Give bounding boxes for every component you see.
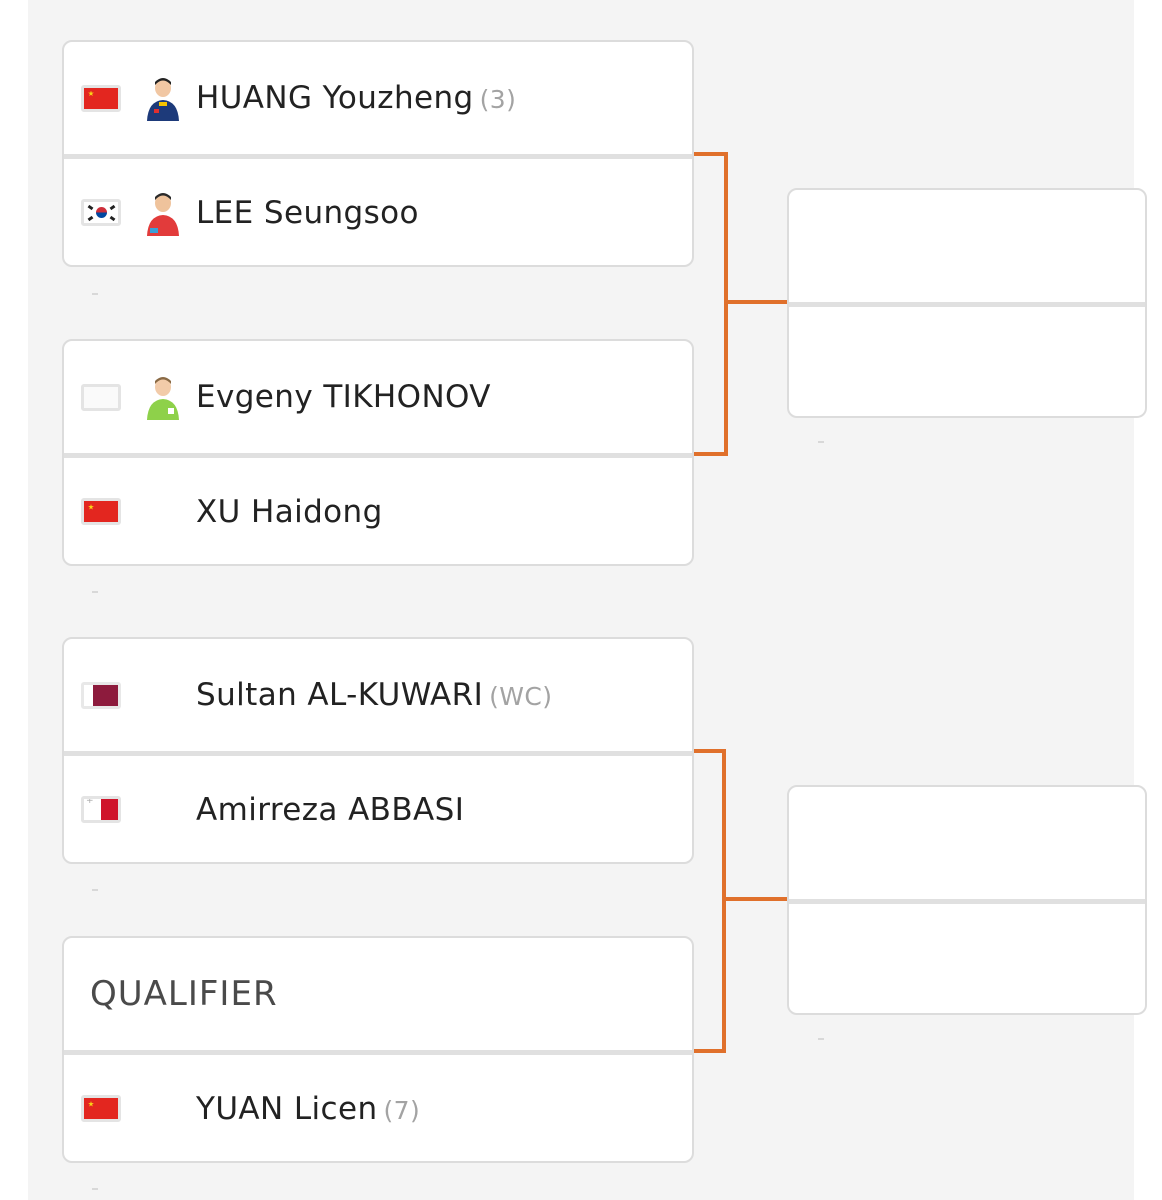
bracket-connector-1 [694,152,728,456]
empty-slot [789,190,1145,302]
player-row[interactable]: Amirreza ABBASI [64,751,692,862]
player-row[interactable]: YUAN Licen(7) [64,1050,692,1161]
match-card-4[interactable]: QUALIFIER YUAN Licen(7) [62,936,694,1163]
divider [92,889,98,891]
player-name[interactable]: LEE Seungsoo [196,194,419,231]
qatar-flag-icon [81,681,121,709]
match-card-2[interactable]: Evgeny TIKHONOV XU Haidong [62,339,694,566]
player-avatar-icon [147,192,179,236]
player-name[interactable]: Amirreza ABBASI [196,791,465,828]
match-card-1[interactable]: HUANG Youzheng(3) LEE Seungsoo [62,40,694,267]
player-name[interactable]: Sultan AL-KUWARI(WC) [196,677,553,713]
bracket-connector-line [724,300,787,304]
player-avatar-icon [147,377,179,420]
player-avatar-icon [147,78,179,121]
empty-slot [789,302,1145,414]
south-korea-flag-icon [81,199,121,226]
blank-flag-icon [81,383,121,411]
seed-label: (3) [479,85,517,114]
player-row[interactable]: XU Haidong [64,453,692,564]
seed-label: (WC) [489,682,553,711]
empty-slot [789,787,1145,899]
next-round-match-1[interactable] [787,188,1147,418]
china-flag-icon [81,498,121,525]
bracket-connector-2 [694,749,726,1053]
qualifier-label: QUALIFIER [90,974,278,1014]
player-row[interactable]: Sultan AL-KUWARI(WC) [64,639,692,751]
player-name[interactable]: Evgeny TIKHONOV [196,379,491,415]
empty-slot [789,899,1145,1011]
divider [92,293,98,295]
bracket-connector-line [722,897,787,901]
player-row[interactable]: HUANG Youzheng(3) [64,42,692,154]
match-card-3[interactable]: Sultan AL-KUWARI(WC) Amirreza ABBASI [62,637,694,864]
player-name[interactable]: XU Haidong [196,493,383,530]
china-flag-icon [81,1095,121,1122]
divider [92,591,98,593]
player-name[interactable]: YUAN Licen(7) [196,1090,421,1127]
china-flag-icon [81,84,121,112]
divider [818,441,824,443]
malta-flag-icon [81,796,121,823]
player-name[interactable]: HUANG Youzheng(3) [196,80,517,116]
next-round-match-2[interactable] [787,785,1147,1015]
qualifier-row[interactable]: QUALIFIER [64,938,692,1050]
divider [92,1188,98,1190]
seed-label: (7) [383,1095,421,1125]
divider [818,1038,824,1040]
player-row[interactable]: LEE Seungsoo [64,154,692,265]
player-row[interactable]: Evgeny TIKHONOV [64,341,692,453]
